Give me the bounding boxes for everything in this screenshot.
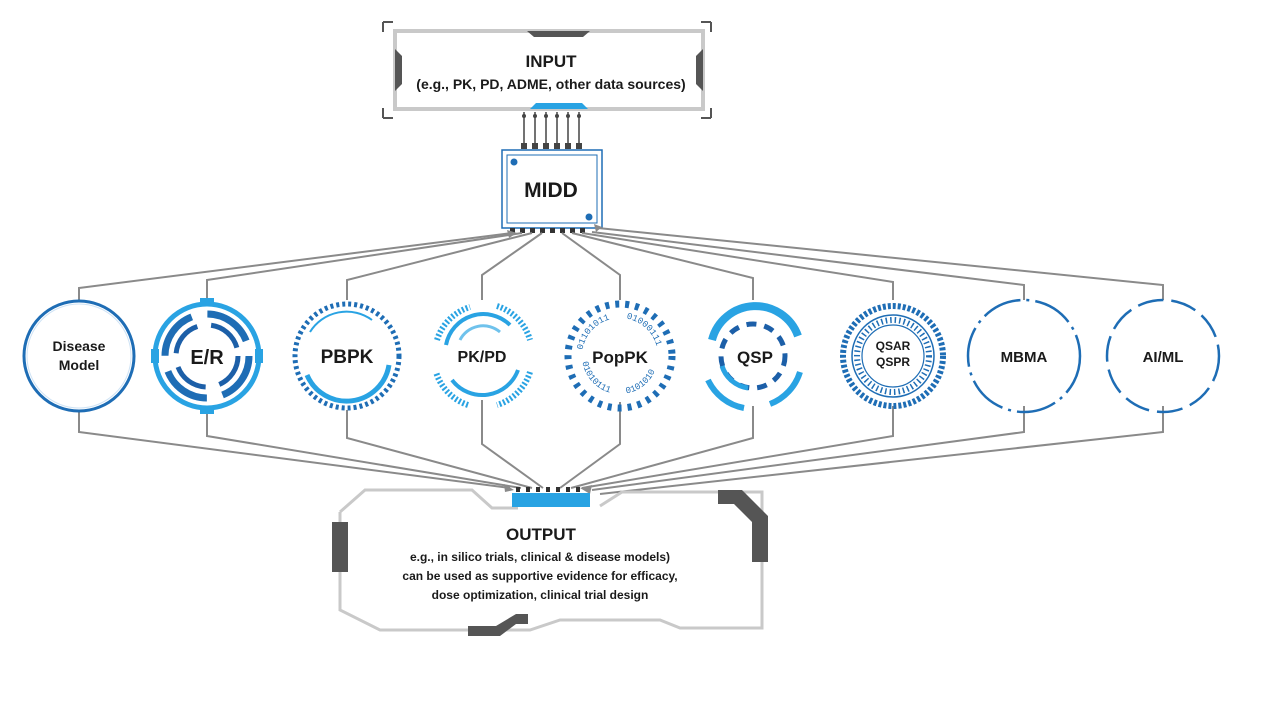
top-connectors: [78, 224, 1164, 303]
ai-ml-label: AI/ML: [1143, 349, 1184, 366]
disease-model-line1: Disease: [53, 338, 106, 354]
midd-hub: MIDD: [501, 149, 603, 233]
model-qsp: QSP: [705, 302, 803, 411]
model-qsar-qspr: QSAR QSPR: [840, 303, 946, 409]
qsp-label: QSP: [737, 348, 773, 367]
qspr-label: QSPR: [876, 355, 910, 369]
model-pkpd: PK/PD: [433, 303, 533, 408]
model-mbma: MBMA: [966, 298, 1082, 414]
output-line-3: dose optimization, clinical trial design: [432, 588, 649, 602]
output-line-2: can be used as supportive evidence for e…: [402, 569, 677, 583]
input-midd-pins: [521, 112, 582, 149]
model-disease-model: Disease Model: [22, 299, 136, 413]
qsar-label: QSAR: [876, 339, 911, 353]
output-box: OUTPUT e.g., in silico trials, clinical …: [332, 487, 768, 636]
pkpd-label: PK/PD: [458, 349, 507, 366]
midd-label: MIDD: [524, 179, 578, 202]
input-subtitle: (e.g., PK, PD, ADME, other data sources): [416, 76, 685, 92]
mbma-label: MBMA: [1001, 349, 1048, 366]
er-label: E/R: [190, 347, 224, 369]
output-title: OUTPUT: [506, 525, 577, 544]
output-line-1: e.g., in silico trials, clinical & disea…: [410, 550, 670, 564]
model-poppk: 01101011 01000111 01010111 0101010 PopPK: [564, 300, 676, 412]
disease-model-line2: Model: [59, 357, 99, 373]
poppk-ring-text-top-2: 01000111: [626, 312, 664, 347]
model-ai-ml: AI/ML: [1105, 298, 1221, 414]
input-title: INPUT: [526, 52, 578, 71]
model-er: E/R: [151, 298, 263, 414]
model-pbpk: PBPK: [292, 301, 402, 411]
poppk-label: PopPK: [592, 348, 648, 367]
pbpk-label: PBPK: [321, 347, 374, 368]
bottom-connectors: [78, 400, 1164, 495]
input-box: INPUT (e.g., PK, PD, ADME, other data so…: [382, 21, 712, 119]
